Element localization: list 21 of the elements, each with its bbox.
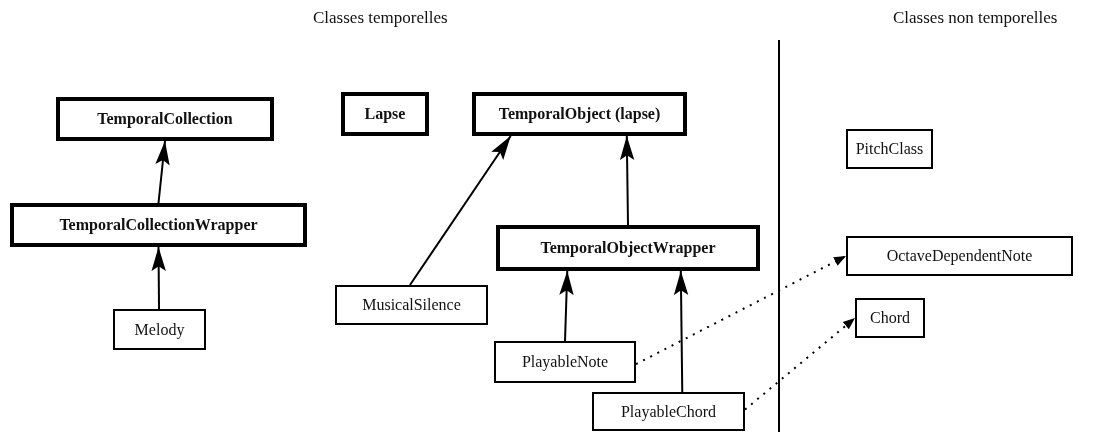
inheritance-arrow [408, 135, 512, 286]
dotted-arrow [635, 255, 847, 366]
class-box: PitchClass [846, 129, 933, 169]
class-box: Melody [113, 309, 206, 350]
section-heading: Classes temporelles [313, 8, 448, 28]
inheritance-arrow [151, 246, 166, 310]
class-box: Lapse [341, 92, 429, 136]
section-heading: Classes non temporelles [893, 8, 1058, 28]
class-box: TemporalCollectionWrapper [10, 203, 307, 247]
class-box: OctaveDependentNote [846, 236, 1073, 276]
class-box: TemporalObject (lapse) [472, 92, 687, 136]
inheritance-arrow [559, 270, 574, 342]
inheritance-arrow [619, 135, 635, 226]
class-box: Chord [855, 298, 925, 338]
class-box: TemporalCollection [56, 97, 274, 141]
inheritance-arrow [155, 140, 170, 204]
class-box: MusicalSilence [335, 285, 488, 325]
inheritance-arrow [673, 270, 689, 393]
class-box: TemporalObjectWrapper [496, 225, 760, 271]
class-box: PlayableChord [592, 392, 745, 431]
class-box: PlayableNote [494, 341, 636, 383]
